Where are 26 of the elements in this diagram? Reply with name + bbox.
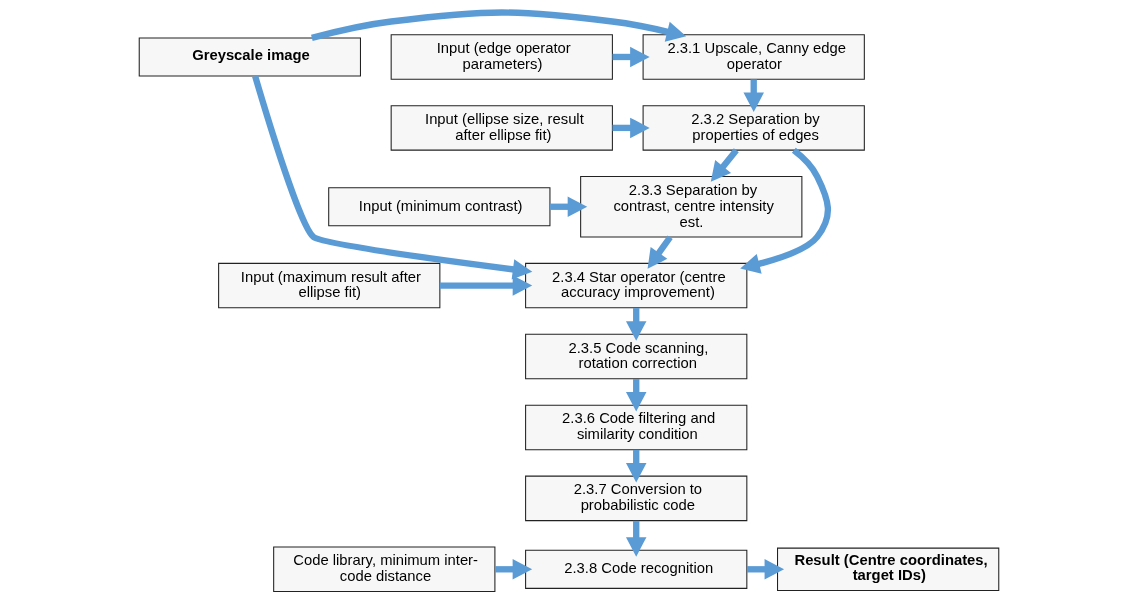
- arrow: [251, 75, 532, 280]
- node-box: 2.3.5 Code scanning, rotation correction: [524, 333, 747, 380]
- arrow: [439, 275, 532, 296]
- arrow: [710, 148, 739, 182]
- node-box: 2.3.1 Upscale, Canny edge operator: [642, 34, 865, 80]
- node-box: Result (Centre coordinates, target IDs): [776, 547, 999, 591]
- arrow: [647, 235, 673, 269]
- arrow: [746, 559, 784, 580]
- node-box: Input (maximum result after ellipse fit): [217, 262, 440, 309]
- node-box: 2.3.4 Star operator (centre accuracy improvement): [524, 262, 747, 309]
- arrow: [494, 559, 532, 580]
- node-box: 2.3.7 Conversion to probabilistic code: [524, 475, 747, 522]
- arrow: [625, 520, 646, 557]
- node-box: Input (minimum contrast): [327, 187, 550, 227]
- arrow: [612, 117, 650, 139]
- arrow: [310, 9, 686, 42]
- node-box: 2.3.6 Code filtering and similarity condition: [524, 404, 747, 451]
- node-box: Input (edge operator parameters): [390, 34, 613, 80]
- node-box: 2.3.2 Separation by properties of edges: [642, 105, 865, 151]
- node-box: 2.3.3 Separation by contrast, centre intensity est.: [579, 176, 802, 238]
- arrow: [612, 46, 650, 68]
- node-box: Greyscale image: [138, 37, 361, 77]
- arrow: [549, 196, 587, 217]
- node-box: Code library, minimum inter-code distance: [272, 546, 495, 593]
- node-box: Input (ellipse size, result after ellipse fit): [390, 105, 613, 151]
- node-box: 2.3.8 Code recognition: [524, 549, 747, 589]
